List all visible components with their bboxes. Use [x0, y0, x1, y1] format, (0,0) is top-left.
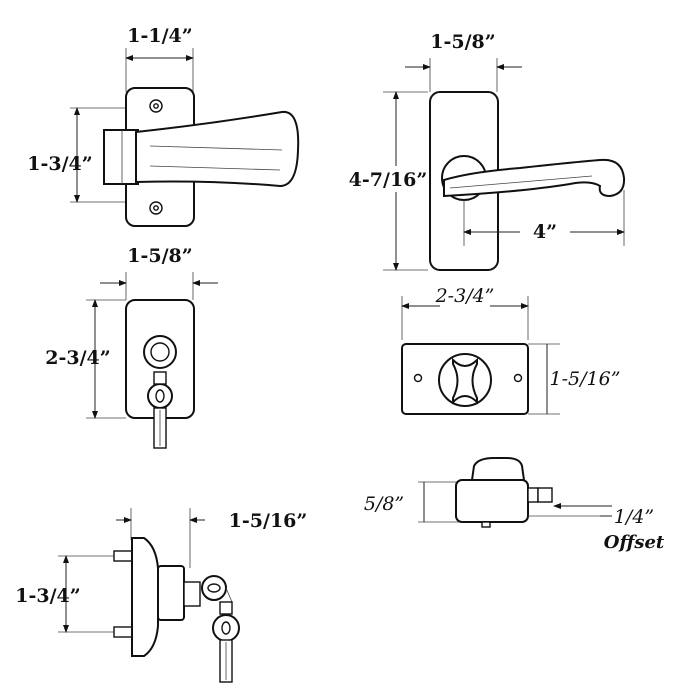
key-plate-width-label: 1-5/8”	[127, 245, 192, 267]
latch-hub	[103, 129, 139, 185]
lever-assembly: 1-5/8” 4-7/16” 4”	[346, 31, 626, 271]
offset-word-label: Offset	[604, 532, 665, 553]
deadbolt-body	[455, 479, 529, 523]
keyed-plate-assembly: 1-5/8” 2-3/4”	[45, 245, 218, 449]
lever-handle	[443, 158, 626, 198]
side-depth-label: 1-5/16”	[229, 510, 308, 532]
lever-plate-height-label: 4-7/16”	[349, 169, 428, 191]
key-icon	[147, 371, 173, 449]
side-top-post	[113, 550, 133, 562]
side-key-icon	[201, 575, 240, 683]
thumb-turn-icon	[452, 357, 478, 405]
inner-left-screw-icon	[413, 373, 423, 383]
latch-width-label: 1-1/4”	[127, 25, 192, 47]
side-view-assembly: 1-5/16” 1-3/4”	[15, 508, 308, 683]
thumb-turn-assembly: 2-3/4” 1-5/16”	[401, 285, 621, 415]
deadbolt-cap	[470, 457, 526, 481]
latch-height-label: 1-3/4”	[27, 153, 92, 175]
side-cylinder-housing	[157, 565, 185, 621]
side-height-label: 1-3/4”	[15, 585, 80, 607]
deadbolt-bolt-stub	[527, 487, 539, 503]
deadbolt-height-label: 5/8”	[364, 493, 404, 515]
lever-plate-width-label: 1-5/8”	[430, 31, 495, 53]
inner-plate-height-label: 1-5/16”	[550, 368, 621, 390]
side-cylinder	[183, 581, 201, 607]
inner-plate-width-label: 2-3/4”	[435, 285, 495, 307]
offset-value-label: 1/4”	[614, 506, 654, 528]
deadbolt-side-assembly: 5/8” 1/4” Offset	[364, 457, 665, 553]
inner-right-screw-icon	[513, 373, 523, 383]
key-plate-height-label: 2-3/4”	[45, 347, 110, 369]
latch-handle	[135, 110, 300, 188]
side-body-profile	[131, 537, 159, 657]
latch-assembly: 1-1/4” 1-3/4”	[27, 25, 300, 227]
deadbolt-bolt	[537, 487, 553, 503]
lever-length-label: 4”	[533, 221, 557, 243]
side-bottom-post	[113, 626, 133, 638]
